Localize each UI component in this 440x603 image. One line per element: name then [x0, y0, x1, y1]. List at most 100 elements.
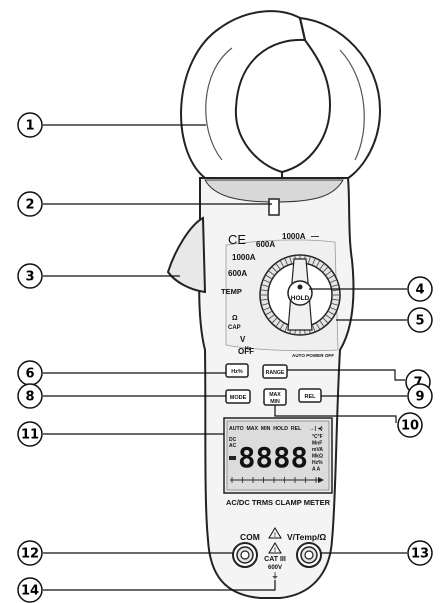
dial-label-volt: V	[240, 335, 246, 344]
knurl-tick	[275, 263, 281, 270]
max-min-button[interactable]: MAX MIN	[263, 388, 287, 406]
callout-circle-8	[17, 383, 43, 409]
knurl-tick	[319, 320, 325, 327]
knurl-tick	[262, 307, 270, 311]
knurl-tick	[271, 266, 277, 272]
lcd-top-annunciators: AUTO MAX MIN HOLD REL	[229, 426, 302, 432]
lcd-unit-label: °C°F	[312, 434, 323, 440]
callout-circle-10	[397, 412, 423, 438]
meter-title: AC/DC TRMS CLAMP METER	[226, 498, 331, 507]
knurl-tick	[332, 289, 340, 292]
callout-number-5: 5	[415, 314, 424, 329]
callout-number-13: 13	[411, 547, 429, 562]
callout-number-12: 12	[21, 547, 39, 562]
dial-label-off: OFF	[238, 347, 254, 356]
backlight-icon	[297, 284, 303, 290]
vtemp-jack[interactable]	[296, 542, 322, 568]
dial-label-temp: TEMP	[221, 287, 242, 296]
ground-icon: ⏚	[272, 572, 279, 580]
callout-circle-12	[17, 540, 43, 566]
knurl-tick	[271, 318, 277, 324]
callout-number-4: 4	[415, 283, 424, 298]
knurl-tick	[284, 257, 288, 265]
callout-circle-4	[407, 276, 433, 302]
callout-circle-9	[407, 383, 433, 409]
knurl-tick	[308, 256, 311, 264]
knurl-tick	[275, 320, 281, 327]
dial-label-600a-dc: 600A	[256, 240, 275, 249]
callout-number-6: 6	[25, 367, 34, 382]
range-button[interactable]: RANGE	[262, 364, 288, 379]
callout-number-7: 7	[413, 376, 422, 391]
callout-circle-2	[17, 191, 43, 217]
callout-number-9: 9	[415, 390, 424, 405]
com-terminal-label: COM	[240, 532, 260, 542]
lcd-dc-indicator: DC	[229, 437, 237, 443]
knurl-tick	[260, 298, 268, 301]
knurl-tick	[323, 318, 329, 324]
callout-circle-5	[407, 307, 433, 333]
rel-button-label: REL	[305, 394, 317, 400]
hold-button[interactable]	[287, 280, 313, 306]
lcd-battery-icon	[229, 456, 236, 460]
knurl-tick	[316, 260, 321, 267]
lcd-unit-label: MkΩ	[312, 454, 323, 460]
knurl-tick	[261, 303, 269, 306]
lcd-diode-icon: →|	[309, 426, 317, 432]
warning-icon: !	[268, 527, 282, 539]
com-jack[interactable]	[232, 542, 258, 568]
dial-knurl	[260, 255, 340, 335]
knurl-tick	[265, 274, 272, 279]
lcd-unit-label: Hz%	[312, 460, 323, 466]
lcd-digits: 8888	[238, 441, 308, 474]
callout-circle-13	[407, 540, 433, 566]
knurl-tick	[279, 260, 284, 267]
callout-number-11: 11	[21, 428, 39, 443]
knurl-tick	[331, 303, 339, 306]
knurl-tick	[284, 325, 288, 333]
lcd-beep-icon: ◂)	[317, 426, 323, 432]
min-button-label: MIN	[270, 399, 280, 405]
mode-button[interactable]: MODE	[225, 389, 251, 404]
knurl-tick	[328, 274, 335, 279]
knurl-tick	[325, 314, 332, 320]
hand-guard	[268, 198, 280, 216]
voltage-rating: 600V	[268, 565, 282, 571]
knurl-tick	[268, 314, 275, 320]
knurl-tick	[331, 284, 339, 287]
knurl-tick	[323, 266, 329, 272]
dc-symbol: —	[311, 232, 319, 241]
svg-text:!: !	[274, 548, 276, 554]
callout-number-10: 10	[401, 419, 419, 434]
dial-label-600a-ac: 600A	[228, 269, 247, 278]
lcd-display: AUTO MAX MIN HOLD REL →| ◂) DC AC 8888 °…	[223, 417, 333, 494]
knurl-tick	[265, 311, 272, 316]
knurl-tick	[316, 323, 321, 330]
lcd-unit-label: mVA	[312, 447, 323, 453]
hz-percent-button[interactable]: Hz%	[225, 363, 249, 378]
vtemp-terminal-label: V/Temp/Ω	[287, 532, 326, 542]
rotary-dial-area: HOLD	[225, 239, 341, 352]
lcd-ac-indicator: AC	[229, 443, 237, 449]
clamp-jaws	[180, 10, 382, 184]
knurl-tick	[312, 257, 316, 265]
dial-label-cap: CAP	[228, 325, 241, 331]
range-button-label: RANGE	[266, 370, 285, 376]
ohm-symbol: Ω	[232, 315, 238, 322]
knurl-tick	[319, 263, 325, 270]
knurl-tick	[330, 307, 338, 311]
dial-label-1000a-dc: 1000A	[282, 232, 306, 241]
callout-number-1: 1	[25, 119, 34, 134]
lcd-bargraph	[230, 477, 324, 483]
callout-circle-14	[17, 577, 43, 603]
rel-button[interactable]: REL	[298, 388, 322, 403]
cat-rating: CAT III	[264, 556, 286, 563]
lcd-unit-label: A A	[312, 467, 321, 473]
callout-number-3: 3	[25, 270, 34, 285]
jaw-trigger[interactable]	[166, 216, 207, 294]
knurl-tick	[330, 279, 338, 283]
hold-button-label: HOLD	[291, 295, 310, 302]
svg-text:!: !	[274, 533, 276, 539]
